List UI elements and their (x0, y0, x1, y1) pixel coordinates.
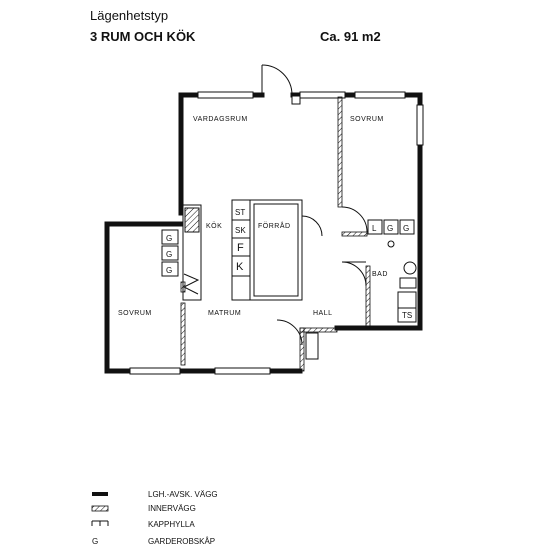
legend-shelf-label: KAPPHYLLA (148, 520, 195, 529)
balcony-door[interactable] (305, 332, 319, 360)
inner-walls (180, 96, 371, 372)
plan-subtitle: 3 RUM OCH KÖK (90, 29, 196, 44)
legend-inner-swatch (91, 505, 109, 512)
room-kok: KÖK (206, 222, 222, 230)
lamp-icon (387, 240, 395, 248)
sk-label: SK (235, 226, 246, 235)
chimney-marker (291, 95, 301, 105)
legend-inner-label: INNERVÄGG (148, 504, 196, 513)
plan-area: Ca. 91 m2 (320, 29, 381, 44)
legend: G LGH.-AVSK. VÄGG INNERVÄGG KAPPHYLLA GA… (91, 490, 218, 546)
bathroom-fixtures (397, 261, 417, 323)
room-vardagsrum: VARDAGSRUM (193, 116, 248, 123)
wardrobe-g1-label: G (166, 234, 172, 243)
kitchen-counter (182, 204, 202, 301)
door-forrad[interactable] (301, 215, 323, 237)
wardrobe-g5-label: G (403, 224, 409, 233)
room-forrad: FÖRRÅD (258, 221, 291, 230)
wardrobe-g3-label: G (166, 266, 172, 275)
door-bad[interactable] (341, 261, 367, 287)
room-sovrum-left: SOVRUM (118, 310, 152, 317)
entry-door[interactable] (261, 64, 293, 96)
wardrobe-left (161, 229, 179, 277)
door-sovrum-right[interactable] (341, 206, 368, 233)
legend-g-symbol: G (92, 537, 98, 546)
forrad-walls (249, 199, 303, 301)
freezer-label: F (237, 242, 244, 254)
door-hall[interactable] (276, 319, 303, 346)
legend-wardrobe-label: GARDEROBSKÅP (148, 537, 215, 546)
wardrobe-right (367, 219, 415, 235)
wardrobe-g2-label: G (166, 250, 172, 259)
linen-label: L (372, 224, 377, 233)
st-label: ST (235, 208, 245, 217)
wardrobe-g4-label: G (387, 224, 393, 233)
ts-label: TS (402, 311, 412, 320)
room-matrum: MATRUM (208, 310, 241, 317)
room-hall: HALL (313, 310, 333, 317)
windows (129, 91, 424, 375)
room-sovrum-right: SOVRUM (350, 116, 384, 123)
fridge-label: K (236, 261, 244, 273)
plan-title: Lägenhetstyp (90, 8, 169, 23)
legend-shelf-swatch (91, 520, 109, 526)
room-bad: BAD (372, 271, 388, 278)
legend-wall-label: LGH.-AVSK. VÄGG (148, 490, 218, 499)
